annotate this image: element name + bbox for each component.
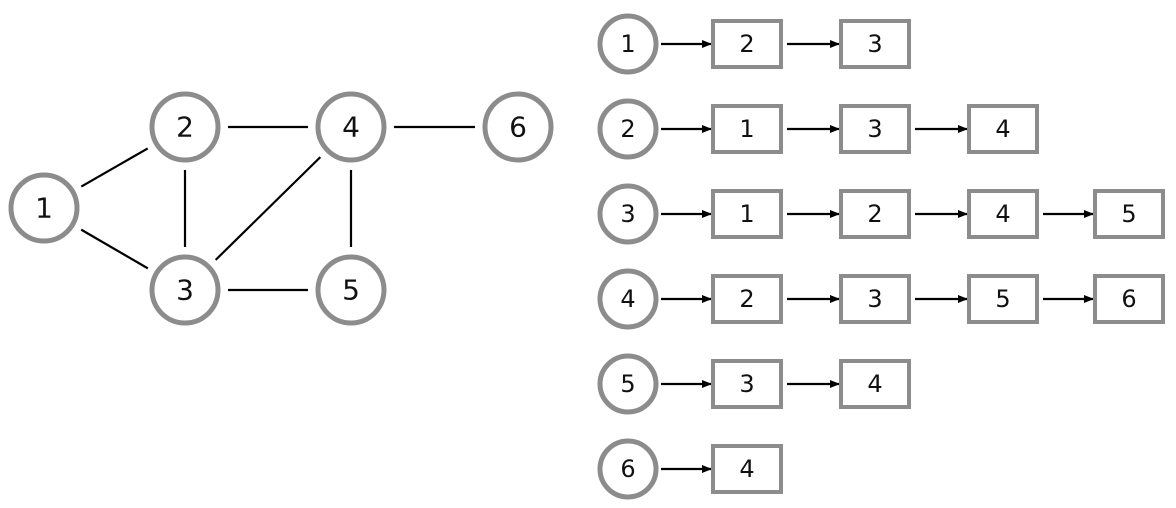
graph-node-2: 2 (149, 91, 221, 163)
list-node-label: 3 (739, 370, 754, 398)
list-node-box (967, 189, 1039, 239)
undirected-graph: 1 2 3 4 5 6 (8, 91, 554, 326)
list-node-box (839, 19, 911, 69)
list-node-label: 2 (739, 285, 754, 313)
graph-node-label: 2 (176, 111, 194, 144)
graph-node-circle (315, 91, 387, 163)
list-head-label: 2 (620, 115, 635, 143)
adjacency-row-1: 1 2 3 (597, 13, 911, 75)
graph-node-circle (149, 254, 221, 326)
list-node-box (967, 104, 1039, 154)
adjacency-row-4: 4 2 3 5 6 (597, 268, 1165, 330)
graph-node-4: 4 (315, 91, 387, 163)
list-node-box (839, 104, 911, 154)
list-node-box (711, 444, 783, 494)
list-head-label: 6 (620, 455, 635, 483)
list-node-box (711, 359, 783, 409)
list-node-label: 4 (995, 115, 1010, 143)
list-node-box (839, 189, 911, 239)
list-node-label: 3 (867, 30, 882, 58)
adjacency-row-2: 2 1 3 4 (597, 98, 1039, 160)
edge-1-3 (80, 228, 149, 270)
list-head-circle (597, 438, 659, 500)
list-head-label: 4 (620, 285, 635, 313)
graph-node-5: 5 (315, 254, 387, 326)
list-node-box (839, 359, 911, 409)
list-node-label: 1 (739, 115, 754, 143)
list-node-label: 2 (739, 30, 754, 58)
graph-node-circle (8, 172, 80, 244)
list-node-box (711, 19, 783, 69)
list-node-label: 4 (995, 200, 1010, 228)
graph-node-circle (149, 91, 221, 163)
list-node-box (711, 189, 783, 239)
list-node-label: 5 (1121, 200, 1136, 228)
graph-node-circle (315, 254, 387, 326)
list-node-label: 2 (867, 200, 882, 228)
list-node-label: 3 (867, 285, 882, 313)
graph-edges (80, 125, 475, 292)
list-node-box (711, 104, 783, 154)
list-node-box (839, 274, 911, 324)
graph-node-label: 3 (176, 274, 194, 307)
list-head-label: 5 (620, 370, 635, 398)
adjacency-row-3: 3 1 2 4 5 (597, 183, 1165, 245)
list-head-label: 1 (620, 30, 635, 58)
list-node-label: 6 (1121, 285, 1136, 313)
graph-node-1: 1 (8, 172, 80, 244)
list-node-label: 4 (867, 370, 882, 398)
graph-node-label: 4 (342, 111, 360, 144)
graph-node-3: 3 (149, 254, 221, 326)
graph-node-label: 5 (342, 274, 360, 307)
graph-nodes: 1 2 3 4 5 6 (8, 91, 554, 326)
graph-node-6: 6 (482, 91, 554, 163)
list-head-circle (597, 183, 659, 245)
list-node-label: 4 (739, 455, 754, 483)
list-head-circle (597, 268, 659, 330)
adjacency-row-5: 5 3 4 (597, 353, 911, 415)
list-node-box (967, 274, 1039, 324)
graph-node-label: 1 (35, 192, 53, 225)
list-node-label: 5 (995, 285, 1010, 313)
list-node-label: 1 (739, 200, 754, 228)
list-node-box (711, 274, 783, 324)
edge-3-4 (214, 156, 322, 261)
graph-node-circle (482, 91, 554, 163)
list-head-circle (597, 353, 659, 415)
list-node-box (1093, 189, 1165, 239)
graph-node-label: 6 (509, 111, 527, 144)
list-node-box (1093, 274, 1165, 324)
list-head-circle (597, 98, 659, 160)
edge-1-2 (80, 147, 149, 188)
list-head-circle (597, 13, 659, 75)
list-node-label: 3 (867, 115, 882, 143)
list-head-label: 3 (620, 200, 635, 228)
